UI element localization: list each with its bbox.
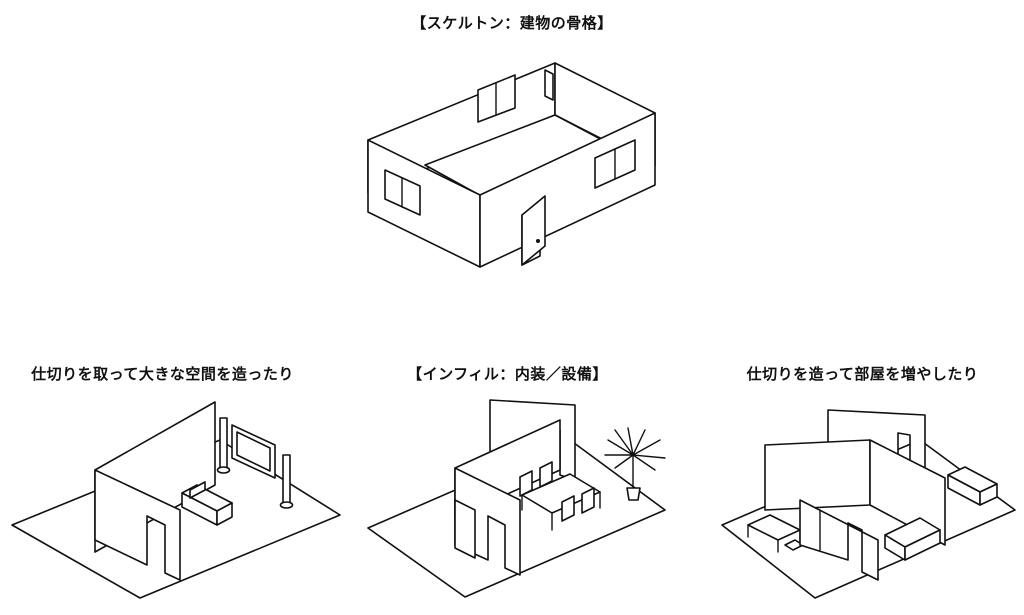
tv-left <box>232 425 275 478</box>
speakers-left <box>218 418 293 508</box>
more-rooms-caption: 仕切りを造って部屋を増やしたり <box>746 365 979 383</box>
window-side-back <box>545 70 553 100</box>
open-space-diagram <box>12 402 340 598</box>
infill-diagram <box>368 400 665 597</box>
sofa-left <box>182 482 232 525</box>
sofa-right-back <box>948 467 997 505</box>
partition-front <box>95 470 180 580</box>
infill-title: 【インフィル：内装／設備】 <box>407 365 608 383</box>
sofa-right-front <box>885 518 940 560</box>
door-knob <box>536 239 540 243</box>
door-panel <box>522 196 545 265</box>
plant-mid <box>605 428 665 500</box>
more-rooms-diagram <box>722 410 1015 598</box>
skeleton-building <box>368 63 655 267</box>
open-space-caption: 仕切りを取って大きな空間を造ったり <box>31 365 294 383</box>
door-frame-mid <box>455 500 475 558</box>
skeleton-title: 【スケルトン：建物の骨格】 <box>411 14 613 32</box>
partition-right-mid <box>765 440 870 510</box>
dining-set <box>520 462 600 530</box>
partition-right-cross <box>870 440 945 545</box>
